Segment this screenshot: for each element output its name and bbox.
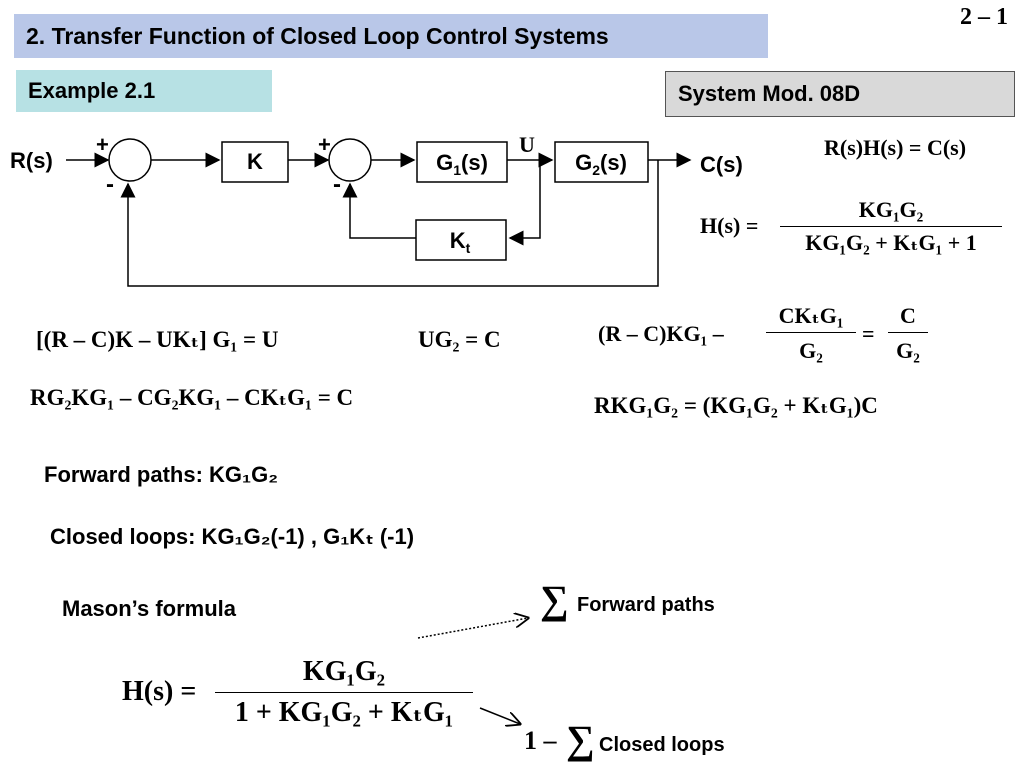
mason-denominator: 1 + KG₁G₂ + KₜG₁ [215,692,473,729]
mason-arrows [417,600,550,740]
arrow-to-closed-loops [479,707,520,724]
forward-paths-text: Forward paths: KG₁G₂ [44,462,278,487]
closed-loops-text: Closed loops: KG₁G₂(-1) , G₁Kₜ (-1) [50,524,415,549]
sum-loops-label: Closed loops [599,734,725,756]
feedback-line-outer [120,160,659,287]
input-label: R(s) [10,148,53,173]
sum-symbol-loops: ∑ [566,717,595,762]
h-denominator: KG₁G₂ + KₜG₁ + 1 [780,226,1002,257]
feedback-line-u-to-kt [508,160,541,246]
equation-4-equals: = [862,321,875,346]
block-k-label: K [247,149,263,174]
h-numerator: KG₁G₂ [858,197,924,222]
h-fraction: KG₁G₂ KG₁G₂ + KₜG₁ + 1 [780,196,1002,257]
equation-3: RG₂KG₁ – CG₂KG₁ – CKₜG₁ = C [30,385,354,410]
signal-u-label: U [519,132,535,157]
block-g1 [416,141,508,183]
section-title-banner: 2. Transfer Function of Closed Loop Cont… [14,14,768,58]
equation-4-fraction-2: C G₂ [888,302,928,365]
equation-1: [(R – C)K – UKₜ] G₁ = U [36,327,279,352]
mason-title: Mason’s formula [62,596,236,621]
course-label: System Mod. 08D [665,71,1015,117]
equation-2: UG₂ = C [418,327,501,352]
example-label: Example 2.1 [16,70,272,112]
eq4-frac2-numerator: C [900,303,916,328]
block-diagram: R(s) + - K + - G1(s) U G2(s) Kt [10,132,692,287]
sum-symbol-forward: ∑ [540,577,569,622]
equation-4-left: (R – C)KG₁ – [598,321,724,346]
equation-4-fraction-1: CKₜG₁ G₂ [766,302,856,365]
section-title: 2. Transfer Function of Closed Loop Cont… [26,23,609,49]
mason-fraction: KG₁G₂ 1 + KG₁G₂ + KₜG₁ [215,656,473,729]
page-number: 2 – 1 [960,4,1008,30]
feedback-line-kt-to-sum2 [342,182,416,239]
mason-h-lhs: H(s) = [122,676,197,707]
one-minus: 1 – [524,726,557,755]
h-lhs: H(s) = [700,213,759,238]
mason-numerator: KG₁G₂ [302,656,386,687]
eq4-frac2-denominator: G₂ [888,332,928,365]
block-g2-label: G2(s) [575,150,627,178]
summing-junction-1 [108,138,152,182]
equation-rhc: R(s)H(s) = C(s) [824,135,967,160]
block-g2 [554,141,649,183]
eq4-frac1-numerator: CKₜG₁ [778,303,844,328]
block-kt [415,219,507,261]
sum2-minus-sign: - [333,171,341,198]
sum2-plus-sign: + [318,132,331,157]
block-k [221,141,289,183]
output-label: C(s) [700,152,743,177]
sum1-plus-sign: + [96,132,109,157]
block-g1-label: G1(s) [436,150,488,178]
arrow-to-forward-paths [417,618,528,639]
sum-forward-label: Forward paths [577,594,715,616]
block-kt-label: Kt [450,228,471,256]
eq4-frac1-denominator: G₂ [766,332,856,365]
sum1-minus-sign: - [106,171,114,198]
equation-5: RKG₁G₂ = (KG₁G₂ + KₜG₁)C [594,393,878,418]
